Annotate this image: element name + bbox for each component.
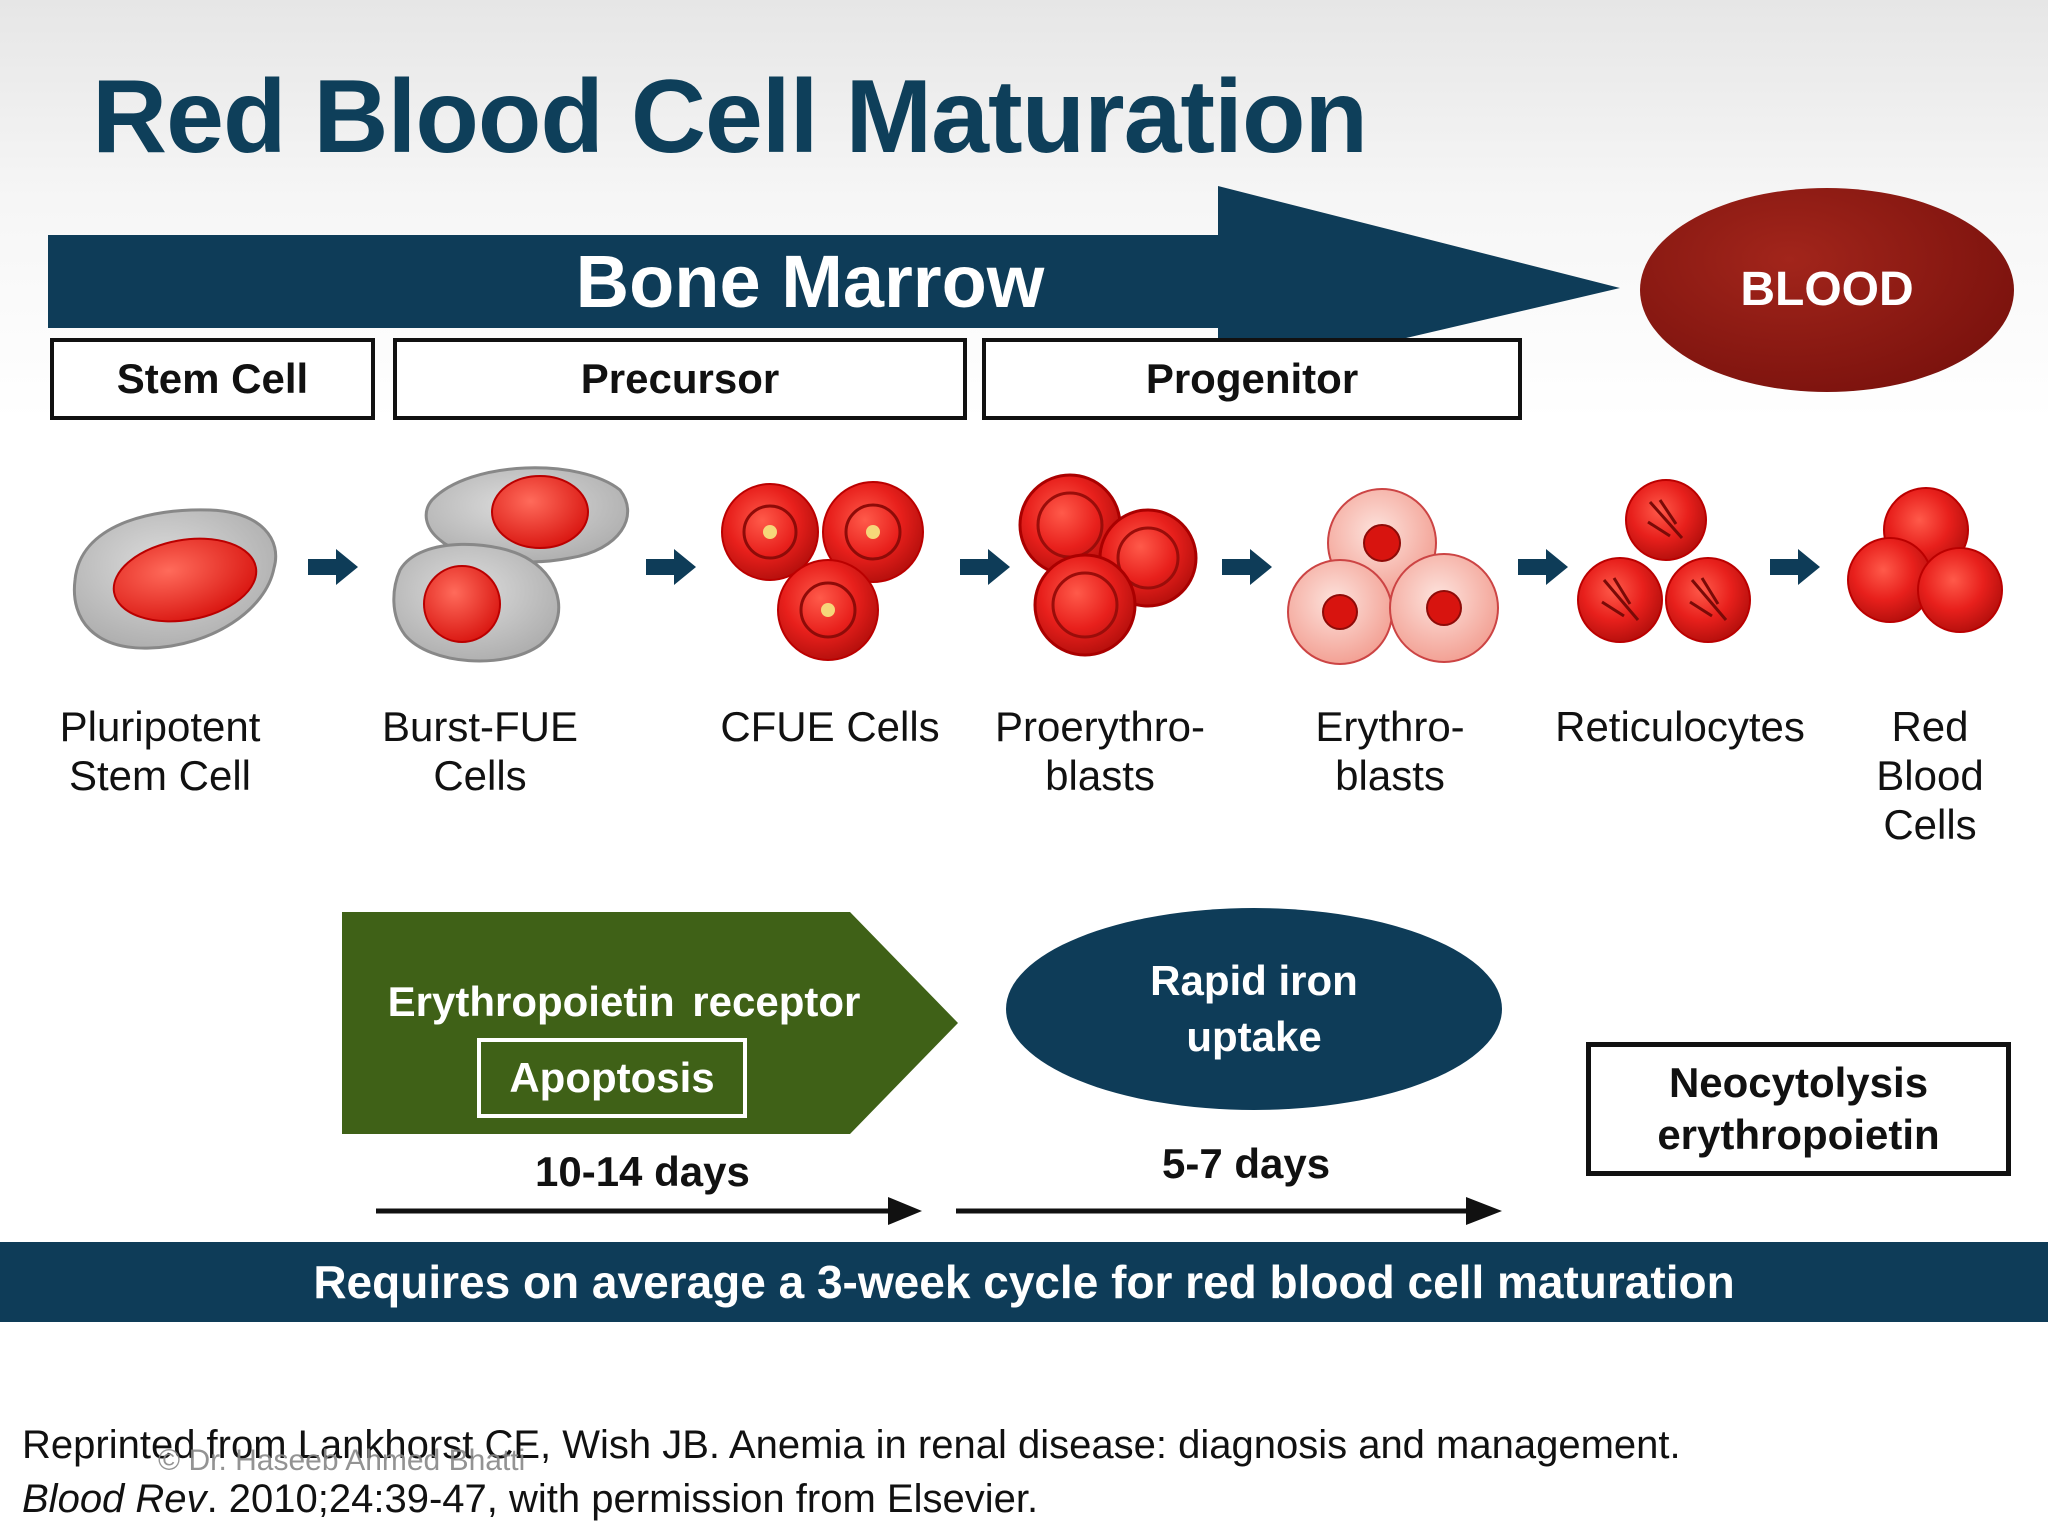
- summary-banner: Requires on average a 3-week cycle for r…: [0, 1242, 2048, 1322]
- citation: Reprinted from Lankhorst CE, Wish JB. An…: [22, 1418, 1681, 1526]
- stage-arrow-icon: [646, 549, 696, 585]
- cell-label-cfue-cells: CFUE Cells: [720, 703, 940, 750]
- slide-title: Red Blood Cell Maturation: [92, 59, 1368, 175]
- citation-details: . 2010;24:39-47, with permission from El…: [206, 1477, 1039, 1521]
- stage-progenitor-box: Progenitor: [982, 338, 1522, 420]
- citation-line-2: Blood Rev. 2010;24:39-47, with permissio…: [22, 1472, 1681, 1526]
- bone-marrow-arrow: [48, 186, 1620, 382]
- rapid-iron-uptake-label: Rapid iron uptake: [1150, 957, 1358, 1060]
- duration-label-10-14-days: 10-14 days: [535, 1148, 750, 1195]
- watermark: © Dr. Haseeb Ahmed Bhatti: [158, 1444, 526, 1477]
- cell-label-reticulocytes: Reticulocytes: [1555, 703, 1805, 750]
- stage-arrow-icon: [1222, 549, 1272, 585]
- cell-illustrations: [72, 466, 2003, 665]
- cell-label-proerythroblasts: Proerythro-blasts: [994, 703, 1206, 799]
- duration-label-5-7-days: 5-7 days: [1162, 1140, 1331, 1187]
- neocytolysis-box: Neocytolysis erythropoietin: [1586, 1042, 2011, 1176]
- red-blood-cells-illustration: [1847, 487, 2003, 633]
- timeline-arrow-icon: [956, 1197, 1502, 1225]
- apoptosis-box: Apoptosis: [477, 1038, 747, 1118]
- blood-ellipse: BLOOD: [1640, 188, 2014, 392]
- citation-journal: Blood Rev: [22, 1477, 207, 1521]
- neocytolysis-label: Neocytolysis erythropoietin: [1657, 1059, 1940, 1158]
- proerythroblasts-illustration: [1018, 473, 1198, 657]
- timeline-arrows: [376, 1197, 1502, 1225]
- bone-marrow-label: Bone Marrow: [575, 240, 1045, 323]
- stage-stem-cell-box: Stem Cell: [50, 338, 375, 420]
- rapid-iron-uptake-ellipse: Rapid iron uptake: [1006, 908, 1502, 1110]
- stage-arrow-icon: [960, 549, 1010, 585]
- erythropoietin-arrow-shape: [342, 912, 958, 1134]
- erythroblasts-illustration: [1287, 488, 1499, 665]
- timeline-arrow-icon: [376, 1197, 922, 1225]
- cfue-cells-illustration: [721, 481, 924, 661]
- burst-fue-cells-illustration: [392, 466, 630, 663]
- stage-arrow-icon: [1518, 549, 1568, 585]
- erythropoietin-receptor-label: Erythropoietin receptor: [387, 978, 861, 1025]
- stage-arrow-icon: [308, 549, 358, 585]
- reticulocytes-illustration: [1577, 479, 1751, 643]
- stage-arrow-icon: [1770, 549, 1820, 585]
- cell-label-erythroblasts: Erythro-blasts: [1315, 703, 1465, 799]
- citation-line-1: Reprinted from Lankhorst CE, Wish JB. An…: [22, 1423, 1681, 1467]
- stage-precursor-box: Precursor: [393, 338, 967, 420]
- pluripotent-stem-cell-illustration: [72, 508, 278, 650]
